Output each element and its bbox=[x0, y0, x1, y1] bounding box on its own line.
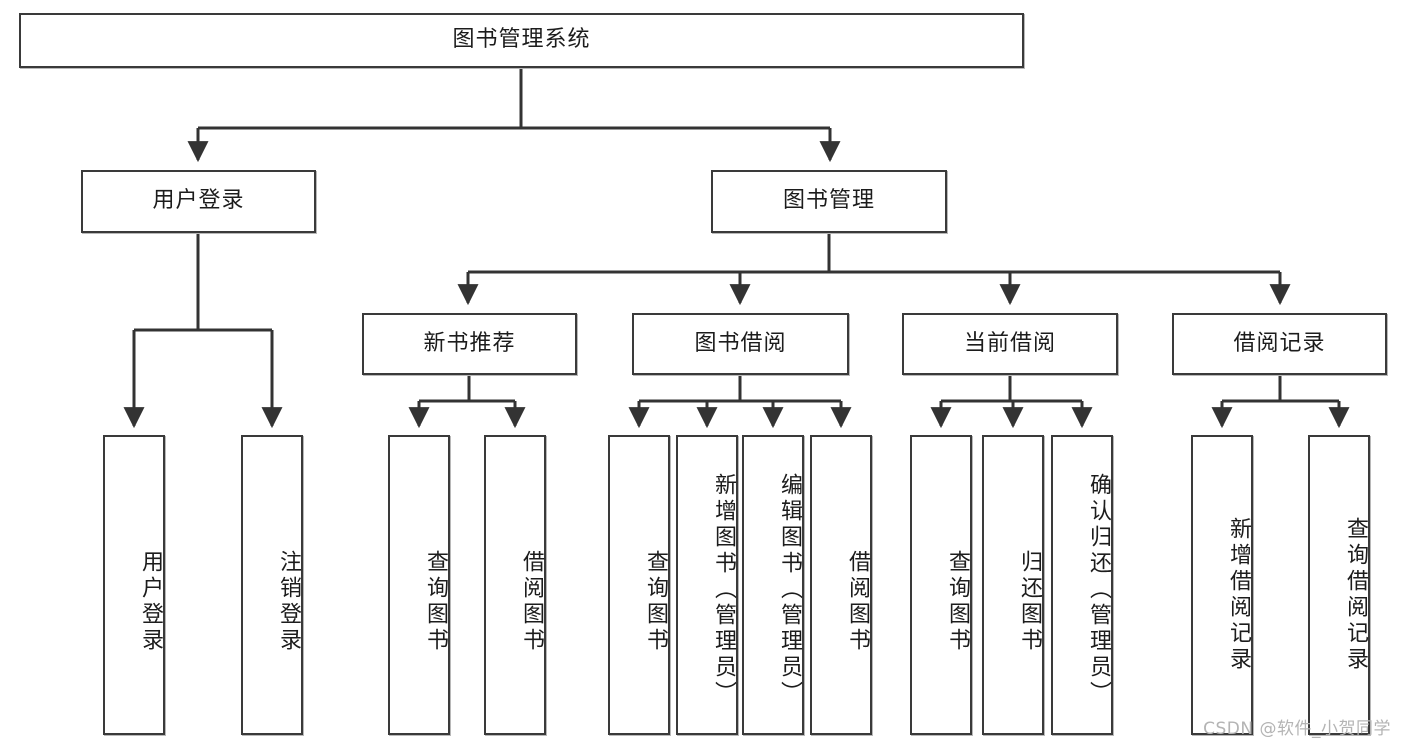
node-leaf-confirm-return-admin[interactable]: 确认归还（管理员） bbox=[1051, 435, 1113, 735]
node-leaf-query-borrow-record[interactable]: 查询借阅记录 bbox=[1308, 435, 1370, 735]
node-leaf-edit-book-admin-label: 编辑图书（管理员） bbox=[777, 473, 802, 707]
node-leaf-add-book-admin-label: 新增图书（管理员） bbox=[711, 473, 736, 707]
node-leaf-query-borrow-record-label: 查询借阅记录 bbox=[1343, 517, 1368, 673]
node-leaf-logout-label: 注销登录 bbox=[276, 550, 301, 654]
node-leaf-borrow-book[interactable]: 借阅图书 bbox=[810, 435, 872, 735]
node-leaf-return-book[interactable]: 归还图书 bbox=[982, 435, 1044, 735]
node-leaf-add-book-admin[interactable]: 新增图书（管理员） bbox=[676, 435, 738, 735]
node-new-book-recommend[interactable]: 新书推荐 bbox=[362, 313, 577, 375]
node-book-borrow-label: 图书借阅 bbox=[694, 330, 787, 356]
node-leaf-query-book-new-label: 查询图书 bbox=[423, 550, 448, 654]
node-book-management[interactable]: 图书管理 bbox=[711, 170, 947, 233]
node-leaf-return-book-label: 归还图书 bbox=[1017, 550, 1042, 654]
node-leaf-query-book-current[interactable]: 查询图书 bbox=[910, 435, 972, 735]
node-book-borrow[interactable]: 图书借阅 bbox=[632, 313, 849, 375]
node-current-borrow-label: 当前借阅 bbox=[963, 330, 1056, 356]
node-root-label: 图书管理系统 bbox=[452, 27, 591, 53]
node-leaf-query-book-borrow-label: 查询图书 bbox=[643, 550, 668, 654]
node-leaf-borrow-book-new[interactable]: 借阅图书 bbox=[484, 435, 546, 735]
watermark-text: CSDN @软件_小贺同学 bbox=[1203, 719, 1391, 739]
edge-borrowrecord-to-leaves bbox=[1211, 375, 1350, 429]
node-leaf-logout[interactable]: 注销登录 bbox=[241, 435, 303, 735]
node-leaf-confirm-return-admin-label: 确认归还（管理员） bbox=[1086, 473, 1111, 707]
node-leaf-add-borrow-record[interactable]: 新增借阅记录 bbox=[1191, 435, 1253, 735]
edge-currentborrow-to-leaves bbox=[930, 375, 1093, 429]
edge-bookmanagement-to-level3 bbox=[457, 233, 1291, 306]
edge-userlogin-to-leaves bbox=[123, 233, 283, 429]
node-borrow-record-label: 借阅记录 bbox=[1233, 330, 1326, 356]
node-book-management-label: 图书管理 bbox=[782, 188, 875, 214]
node-leaf-add-borrow-record-label: 新增借阅记录 bbox=[1226, 517, 1251, 673]
node-root[interactable]: 图书管理系统 bbox=[19, 13, 1024, 68]
node-leaf-query-book-new[interactable]: 查询图书 bbox=[388, 435, 450, 735]
edge-newbook-to-leaves bbox=[408, 375, 526, 429]
edge-root-to-level2 bbox=[187, 68, 841, 163]
node-user-login[interactable]: 用户登录 bbox=[81, 170, 316, 233]
node-leaf-borrow-book-label: 借阅图书 bbox=[845, 550, 870, 654]
node-new-book-recommend-label: 新书推荐 bbox=[423, 330, 516, 356]
edge-bookborrow-to-leaves bbox=[628, 375, 852, 429]
node-borrow-record[interactable]: 借阅记录 bbox=[1172, 313, 1387, 375]
node-leaf-user-login[interactable]: 用户登录 bbox=[103, 435, 165, 735]
node-leaf-query-book-borrow[interactable]: 查询图书 bbox=[608, 435, 670, 735]
node-leaf-query-book-current-label: 查询图书 bbox=[945, 550, 970, 654]
node-current-borrow[interactable]: 当前借阅 bbox=[902, 313, 1118, 375]
node-leaf-user-login-label: 用户登录 bbox=[138, 550, 163, 654]
node-user-login-label: 用户登录 bbox=[152, 188, 245, 214]
node-leaf-edit-book-admin[interactable]: 编辑图书（管理员） bbox=[742, 435, 804, 735]
node-leaf-borrow-book-new-label: 借阅图书 bbox=[519, 550, 544, 654]
